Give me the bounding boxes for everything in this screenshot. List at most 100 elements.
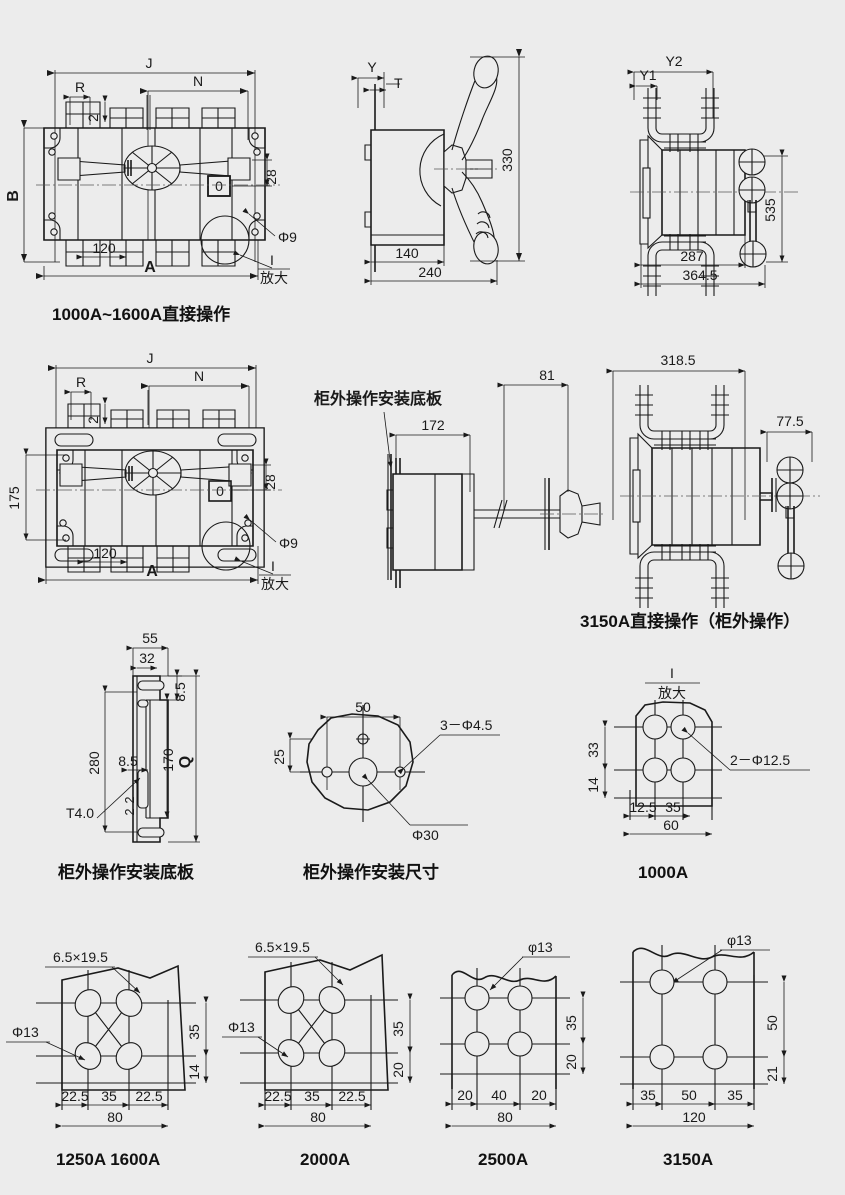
dim-28b: 28 <box>262 474 278 490</box>
dim-77-5: 77.5 <box>776 413 803 429</box>
dim-T: T <box>394 75 403 91</box>
dim-2b: 2 <box>85 416 101 424</box>
dim-J: J <box>146 55 153 71</box>
fig-top-front-view: J N R <box>5 55 297 286</box>
detail-mark-I: I <box>670 665 674 681</box>
fig-top-side-view: Y T 330 140 240 <box>351 49 525 285</box>
dim-2: 2 <box>85 114 101 122</box>
indicator-zero: 0 <box>215 178 223 194</box>
dim-287: 287 <box>680 248 704 264</box>
dim-Y1: Y1 <box>639 67 656 83</box>
callout-phi13-4: φ13 <box>727 932 752 948</box>
fig-terminal-1250-1600a: 6.5×19.5 Φ13 35 14 22.5 35 22.5 8 <box>6 949 209 1129</box>
dim-21: 21 <box>764 1066 780 1082</box>
dim-35g: 35 <box>640 1087 656 1103</box>
dim-120c: 120 <box>682 1109 706 1125</box>
fig-top-end-view: Y2 Y1 535 <box>627 53 800 296</box>
indicator-zero-2: 0 <box>216 483 224 499</box>
detail-mark-enlarge: 放大 <box>658 685 686 701</box>
dim-2d: 2 <box>123 808 137 815</box>
dim-170: 170 <box>160 748 176 772</box>
callout-T4-0: T4.0 <box>66 805 94 821</box>
callout-phi13-3: φ13 <box>528 939 553 955</box>
dim-60: 60 <box>663 817 679 833</box>
callout-I-2: I <box>271 558 275 574</box>
dim-8-5a: 8.5 <box>172 682 188 702</box>
dim-32: 32 <box>139 650 155 666</box>
dim-A: A <box>144 259 156 276</box>
caption-fig8: 2500A <box>478 1150 529 1169</box>
dim-Y2: Y2 <box>665 53 682 69</box>
caption-fig6: 1250A 1600A <box>56 1150 161 1169</box>
dim-28: 28 <box>263 169 279 185</box>
dim-33: 33 <box>585 742 601 758</box>
dim-35f: 35 <box>563 1015 579 1031</box>
dim-22-5b: 22.5 <box>135 1088 162 1104</box>
dim-35h: 35 <box>727 1087 743 1103</box>
dim-50b: 50 <box>764 1015 780 1031</box>
dim-N: N <box>193 73 203 89</box>
fig-mid-end-view: 318.5 77.5 <box>606 352 820 608</box>
callout-enlarge: 放大 <box>260 270 288 286</box>
dim-175: 175 <box>6 486 22 510</box>
callout-3-phi4-5: 3－Φ4.5 <box>440 717 493 733</box>
dim-81: 81 <box>539 367 555 383</box>
fig-mid-front-view: J N R <box>6 350 298 592</box>
dim-240: 240 <box>418 264 442 280</box>
callout-slot-1: 6.5×19.5 <box>53 949 108 965</box>
dim-R: R <box>75 79 85 95</box>
fig-mount-size: 50 25 3－Φ4.5 Φ30 <box>271 699 500 843</box>
dim-535: 535 <box>762 198 778 222</box>
dim-80b: 80 <box>310 1109 326 1125</box>
callout-phi9: Φ9 <box>278 229 297 245</box>
dim-20a: 20 <box>390 1062 406 1078</box>
dim-20d: 20 <box>531 1087 547 1103</box>
dim-20c: 20 <box>457 1087 473 1103</box>
fig-terminal-3150a: φ13 50 21 35 50 35 120 <box>620 932 787 1129</box>
fig-mount-plate: 55 32 8.5 170 Q 280 8.5 2 2 <box>66 630 200 843</box>
caption-fig7: 2000A <box>300 1150 351 1169</box>
dim-22-5a: 22.5 <box>61 1088 88 1104</box>
dim-40: 40 <box>491 1087 507 1103</box>
dim-35a: 35 <box>665 799 681 815</box>
dim-J2: J <box>147 350 154 366</box>
caption-fig1: 1000A~1600A直接操作 <box>52 305 231 324</box>
callout-phi9-2: Φ9 <box>279 535 298 551</box>
dim-330: 330 <box>499 148 515 172</box>
dim-2c: 2 <box>123 796 137 803</box>
dim-280: 280 <box>86 751 102 775</box>
dim-318-5: 318.5 <box>660 352 695 368</box>
dim-35e: 35 <box>304 1088 320 1104</box>
fig-terminal-1000a: I 放大 33 14 12.5 35 60 2－Φ12.5 <box>585 665 810 837</box>
dim-22-5c: 22.5 <box>264 1088 291 1104</box>
caption-fig5: 1000A <box>638 863 689 882</box>
fig-terminal-2000a: 6.5×19.5 Φ13 35 20 22.5 35 22.5 80 <box>222 939 413 1129</box>
callout-slot-2: 6.5×19.5 <box>255 939 310 955</box>
callout-phi13-2: Φ13 <box>228 1019 255 1035</box>
caption-fig2: 3150A直接操作（柜外操作） <box>580 612 801 631</box>
dim-B: B <box>5 190 22 202</box>
dim-80c: 80 <box>497 1109 513 1125</box>
dim-35b: 35 <box>186 1024 202 1040</box>
dim-364-5: 364.5 <box>682 267 717 283</box>
dim-35c: 35 <box>101 1088 117 1104</box>
dim-A2: A <box>146 563 158 580</box>
callout-phi13-1: Φ13 <box>12 1024 39 1040</box>
dim-Q: Q <box>177 756 194 768</box>
dim-8-5b: 8.5 <box>118 753 138 769</box>
dim-22-5d: 22.5 <box>338 1088 365 1104</box>
dim-172: 172 <box>421 417 445 433</box>
dim-12-5: 12.5 <box>629 799 656 815</box>
dim-55: 55 <box>142 630 158 646</box>
callout-I: I <box>270 252 274 268</box>
dim-14: 14 <box>585 777 601 793</box>
dim-120b: 120 <box>93 545 117 561</box>
dim-80a: 80 <box>107 1109 123 1125</box>
dim-140: 140 <box>395 245 419 261</box>
dim-N2: N <box>194 368 204 384</box>
dim-35d: 35 <box>390 1021 406 1037</box>
fig-terminal-2500a: φ13 35 20 20 40 20 80 <box>440 939 586 1129</box>
dim-Y: Y <box>367 59 377 75</box>
dim-20b: 20 <box>563 1054 579 1070</box>
